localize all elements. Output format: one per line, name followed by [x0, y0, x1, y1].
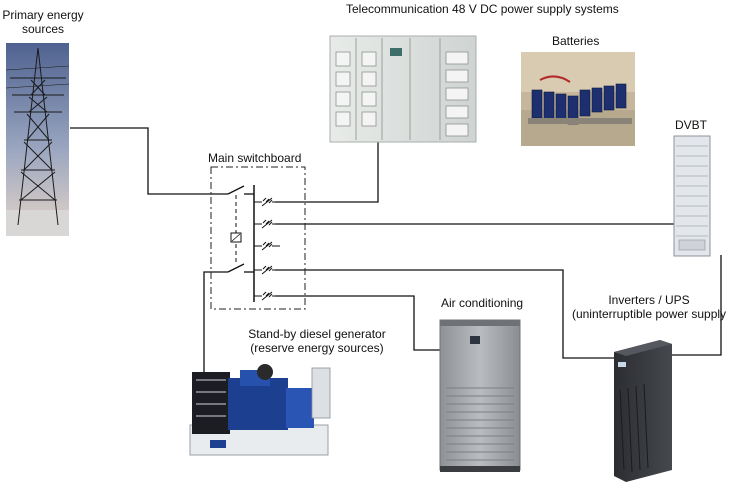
aircon-image	[439, 319, 521, 472]
air-conditioning-label: Air conditioning	[441, 296, 524, 310]
dvbt-label: DVBT	[675, 118, 708, 132]
dvbt-rack-image	[673, 135, 711, 257]
switchboard-outline	[210, 166, 306, 310]
primary-energy-line2: sources	[21, 22, 65, 36]
incoming-switch-mains	[227, 185, 245, 195]
inverters-line1: Inverters / UPS	[608, 293, 690, 307]
breaker-spare	[254, 241, 280, 251]
wire-telecom-to-busbar	[275, 140, 379, 203]
wire-aircon-to-busbar	[275, 295, 440, 351]
primary-energy-line1: Primary energy	[2, 8, 84, 22]
generator-line2: (reserve energy sources)	[250, 341, 384, 355]
pylon-image	[5, 43, 70, 236]
breaker-dvbt	[254, 219, 276, 229]
batteries-label: Batteries	[552, 34, 600, 48]
main-switchboard	[210, 166, 306, 310]
wire-primary-to-switchboard	[70, 127, 228, 195]
outgoing-breakers	[254, 197, 280, 301]
incoming-switch-generator	[227, 263, 245, 273]
wire-ups-to-busbar	[275, 269, 614, 359]
telecom-label: Telecommunication 48 V DC power supply s…	[346, 2, 619, 16]
inverters-label: Inverters / UPS (uninterruptible power s…	[569, 293, 729, 321]
batteries-image	[521, 52, 635, 146]
generator-label: Stand-by diesel generator (reserve energ…	[240, 327, 394, 355]
inverters-line2: (uninterruptible power supply	[571, 307, 727, 321]
breaker-ups	[254, 265, 276, 275]
wire-generator-to-switchboard	[203, 271, 228, 372]
breaker-telecom	[254, 197, 276, 207]
ups-image	[614, 340, 672, 482]
primary-energy-label: Primary energy sources	[0, 8, 86, 36]
rectifier-cabinet-image	[329, 35, 477, 143]
wiring	[70, 127, 722, 372]
generator-image	[189, 364, 331, 456]
generator-line1: Stand-by diesel generator	[248, 327, 386, 341]
breaker-aircon	[254, 291, 276, 301]
wire-ups-to-dvbt	[670, 255, 722, 356]
main-switchboard-label: Main switchboard	[208, 151, 302, 165]
